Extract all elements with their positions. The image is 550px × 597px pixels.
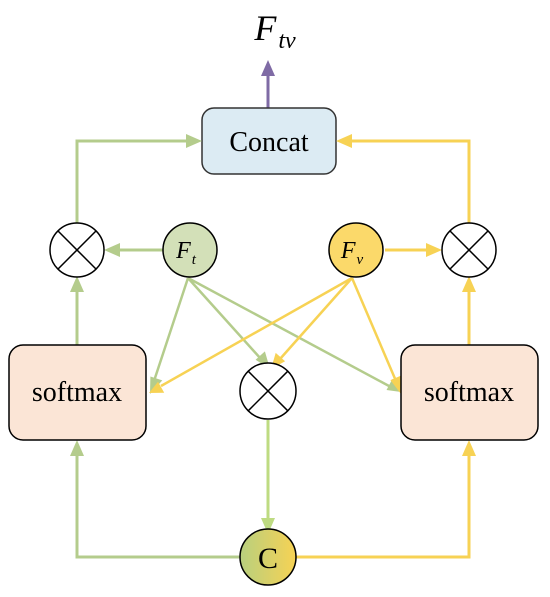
fv-node: Fv [328,222,384,278]
center-multiply-node [239,362,297,420]
left-to-concat-line [75,139,188,224]
c-to-softmax-right-line [296,454,471,559]
fv-to-center-mult-line [279,277,353,360]
softmax-left-label: softmax [32,377,122,408]
softmax-left-to-mult-arrowhead [70,276,84,292]
softmax-right-to-mult-arrowhead [462,276,476,292]
ft-node: Ft [162,222,218,278]
c-to-softmax-left-arrowhead [70,440,84,456]
concat-label: Concat [229,127,309,158]
concat-box: Concat [201,107,337,175]
left-to-concat-arrowhead [186,134,202,148]
fv-to-softmax-right-arrowhead [390,375,402,394]
softmax-right-box: softmax [400,344,539,441]
combine-label: C [258,542,278,575]
right-to-concat-line [350,139,471,224]
fv-to-softmax-right-line [350,277,398,382]
combine-node: C [239,528,297,586]
c-to-softmax-right-arrowhead [462,440,476,456]
ft-to-softmax-left-line [152,277,190,382]
ft-to-center-mult-line [187,277,262,360]
output-title: Ftv [253,8,296,54]
ft-to-left-mult-arrowhead [104,243,120,257]
left-multiply-node [49,222,105,278]
fv-to-right-mult-arrowhead [426,243,442,257]
center-mult-to-c-arrowhead [261,518,275,534]
softmax-right-label: softmax [424,377,514,408]
softmax-left-box: softmax [8,344,147,441]
c-to-softmax-left-line [75,454,240,559]
right-multiply-node [441,222,497,278]
right-to-concat-arrowhead [336,134,352,148]
fv-to-softmax-left-arrowhead [149,381,165,393]
svg-text:Ft: Ft [175,238,197,268]
fv-to-softmax-left-line [160,276,353,388]
svg-text:Fv: Fv [340,238,364,268]
output-arrowhead [261,60,275,76]
ft-to-softmax-right-line [187,276,390,388]
